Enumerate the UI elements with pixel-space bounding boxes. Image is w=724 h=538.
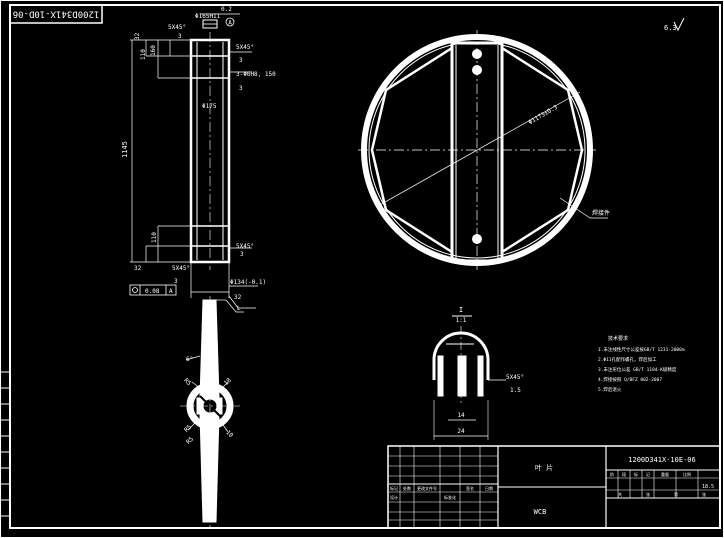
svg-text:3: 3: [239, 85, 243, 92]
svg-text:比例: 比例: [683, 471, 691, 477]
svg-text:4.焊接按照 Q/BFZ 002-2007: 4.焊接按照 Q/BFZ 002-2007: [598, 376, 662, 383]
svg-text:Φ1173±0.3: Φ1173±0.3: [527, 104, 559, 127]
rotated-drawing-number: 1200D341X-10D-06: [9, 4, 103, 24]
svg-text:处数: 处数: [403, 485, 411, 491]
svg-text:A: A: [228, 20, 232, 27]
svg-text:技术要求: 技术要求: [608, 335, 628, 342]
svg-text:标: 标: [634, 471, 638, 477]
svg-text:张: 张: [702, 491, 706, 497]
svg-text:6°: 6°: [186, 356, 193, 363]
svg-text:2.Φ11孔配作螺孔，焊后加工: 2.Φ11孔配作螺孔，焊后加工: [598, 356, 657, 363]
svg-text:1:1: 1:1: [456, 317, 467, 324]
svg-text:张: 张: [646, 491, 650, 497]
datum-frame: [129, 284, 177, 296]
circle-view: [358, 30, 608, 270]
svg-text:32: 32: [134, 32, 141, 40]
svg-text:1.未注线性尺寸公差按GB/T 1231-2000m: 1.未注线性尺寸公差按GB/T 1231-2000m: [598, 346, 685, 353]
svg-text:3: 3: [174, 278, 178, 285]
svg-text:5X45°: 5X45°: [236, 44, 254, 51]
svg-text:1200D341X-10D-06: 1200D341X-10D-06: [13, 9, 100, 19]
datum-circle: [225, 17, 235, 27]
svg-text:R5: R5: [182, 377, 192, 387]
svg-text:32: 32: [234, 294, 242, 301]
side-view-blade: [180, 296, 240, 528]
svg-text:共: 共: [618, 491, 622, 497]
svg-text:Φ134(-0.1): Φ134(-0.1): [230, 279, 266, 286]
svg-text:段: 段: [622, 471, 626, 477]
svg-text:阶: 阶: [610, 471, 614, 477]
svg-text:5.焊后退火: 5.焊后退火: [598, 386, 622, 393]
svg-text:I: I: [459, 306, 463, 314]
svg-text:WCB: WCB: [534, 508, 547, 516]
svg-text:Φ165H11: Φ165H11: [195, 13, 221, 20]
svg-text:记: 记: [646, 471, 650, 477]
svg-text:10: 10: [224, 429, 234, 439]
svg-text:3.未注形位公差 GB/T 1184-K级精度: 3.未注形位公差 GB/T 1184-K级精度: [598, 366, 677, 373]
surface-roughness-symbol: 6.3: [664, 17, 685, 32]
svg-text:日期: 日期: [485, 485, 493, 491]
svg-text:6.3: 6.3: [664, 24, 677, 32]
svg-text:3: 3: [239, 57, 243, 64]
svg-text:110: 110: [140, 49, 147, 60]
svg-text:重量: 重量: [661, 471, 669, 477]
svg-text:3: 3: [240, 251, 244, 258]
technical-notes: 技术要求 1.未注线性尺寸公差按GB/T 1231-2000m 2.Φ11孔配作…: [598, 335, 685, 393]
svg-text:焊接件: 焊接件: [592, 209, 610, 217]
svg-text:设计: 设计: [390, 494, 398, 500]
svg-text:L: L: [237, 305, 241, 312]
svg-text:24: 24: [457, 428, 465, 435]
svg-text:3-Φ6H8, 150: 3-Φ6H8, 150: [236, 71, 276, 78]
circle-view-holes: [472, 49, 482, 244]
svg-text:5X45°: 5X45°: [236, 243, 254, 250]
svg-text:5X45°: 5X45°: [506, 374, 524, 381]
svg-text:1200D341X-10E-06: 1200D341X-10E-06: [628, 456, 695, 464]
svg-text:3: 3: [178, 33, 182, 40]
inner-border: [9, 4, 721, 529]
svg-text:A: A: [169, 288, 173, 295]
svg-text:14: 14: [457, 412, 465, 419]
svg-text:18.5: 18.5: [702, 484, 714, 490]
svg-text:18: 18: [223, 377, 233, 387]
svg-text:叶 片: 叶 片: [535, 463, 553, 472]
svg-text:R5: R5: [183, 423, 193, 433]
svg-text:1145: 1145: [121, 141, 129, 158]
svg-text:110: 110: [151, 232, 158, 243]
svg-text:160: 160: [150, 45, 157, 56]
svg-text:5X45°: 5X45°: [168, 24, 186, 31]
svg-text:5X45°: 5X45°: [172, 265, 190, 272]
svg-text:更改文件号: 更改文件号: [417, 485, 437, 491]
title-block: [387, 445, 721, 529]
svg-text:0.2: 0.2: [221, 6, 232, 13]
front-view: [189, 19, 231, 270]
svg-text:标记: 标记: [390, 485, 398, 491]
svg-text:1.5: 1.5: [510, 387, 521, 394]
front-view-dimensions: [130, 13, 258, 309]
svg-text:32: 32: [134, 265, 142, 272]
svg-text:Φ175: Φ175: [202, 103, 217, 110]
side-view-leaders: [185, 299, 244, 433]
section-view: [432, 315, 506, 440]
binding-ticks: [0, 371, 10, 517]
svg-text:R5: R5: [185, 435, 195, 445]
svg-text:签名: 签名: [466, 485, 474, 491]
svg-text:标准化: 标准化: [444, 494, 456, 500]
svg-text:第: 第: [674, 491, 678, 497]
svg-text:0.08: 0.08: [145, 288, 160, 295]
